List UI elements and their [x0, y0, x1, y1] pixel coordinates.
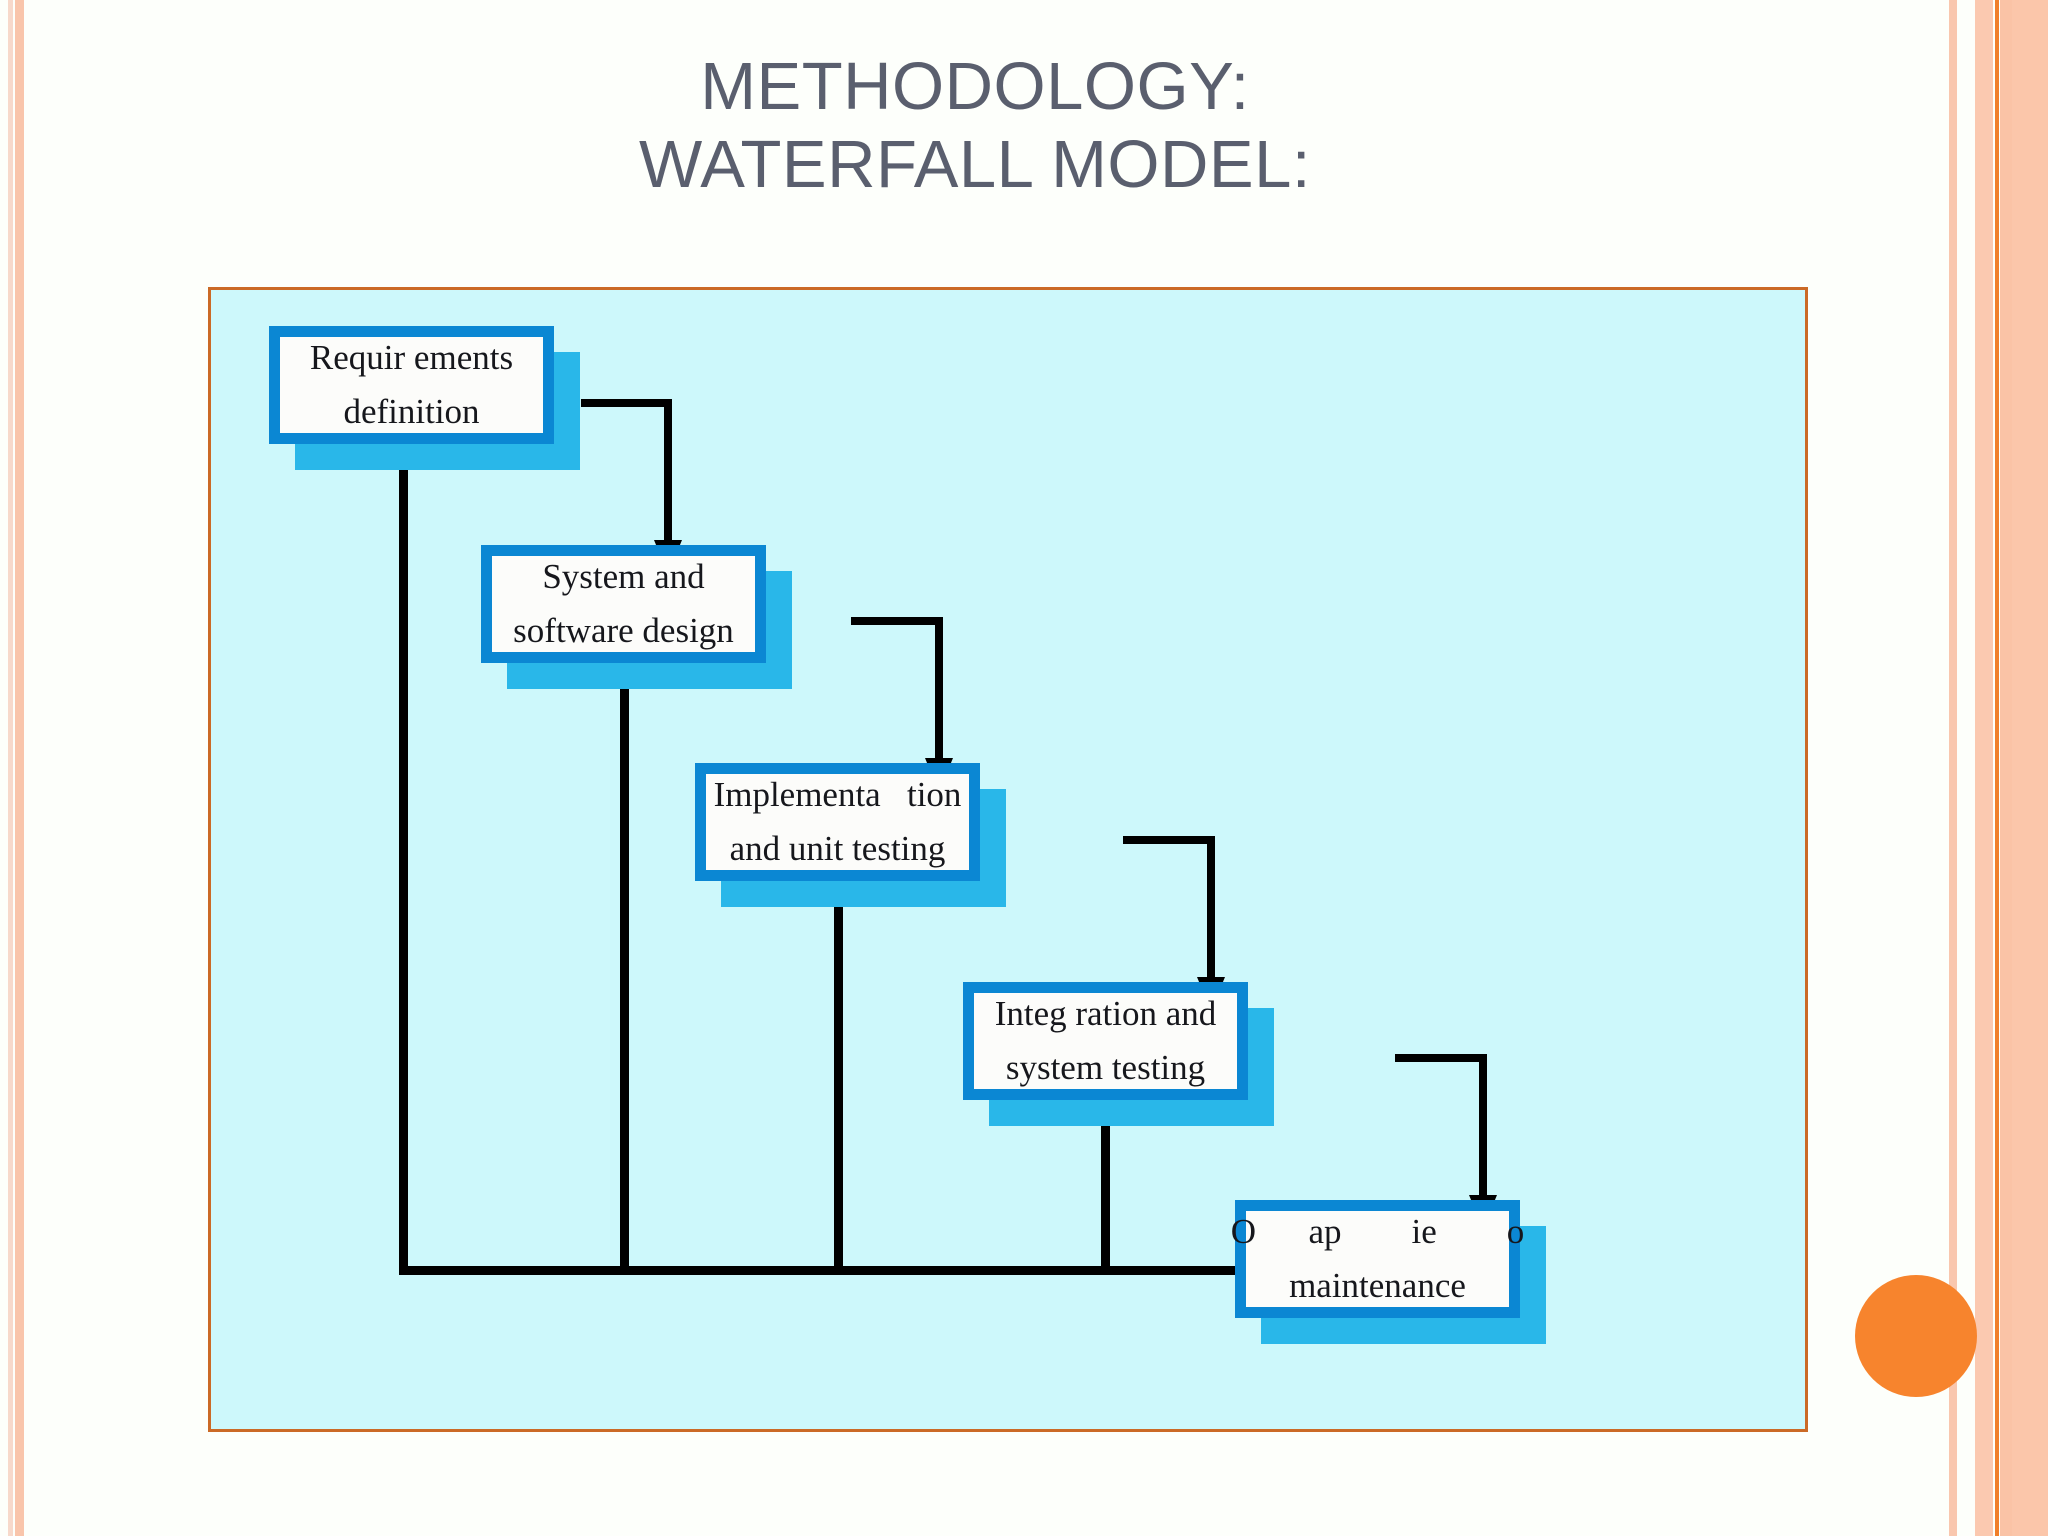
- connector-1-vertical: [664, 399, 672, 549]
- diagram-frame: Requir ements definition System and soft…: [208, 287, 1808, 1432]
- stage-box-system-and-software-design[interactable]: System and software design: [481, 545, 792, 689]
- stage-box-face: O ap ie o maintenance: [1231, 1200, 1524, 1318]
- stage-box-face: Requir ements definition: [269, 326, 554, 444]
- page-title: METHODOLOGY: WATERFALL MODEL:: [639, 49, 1311, 202]
- stage-box-requirements-definition[interactable]: Requir ements definition: [269, 326, 580, 470]
- stage-label-line1: Integ ration and: [994, 993, 1217, 1033]
- stage-label-line2: and unit testing: [729, 829, 946, 868]
- stage-label-line1: System and: [542, 556, 705, 596]
- connector-1-horizontal: [581, 399, 672, 407]
- left-stripe-thin: [8, 0, 13, 1536]
- connector-2-vertical: [935, 617, 943, 767]
- stage-box-implementation-and-unit-testing[interactable]: Implementa tion and unit testing: [695, 763, 1006, 907]
- connector-4-horizontal: [1395, 1054, 1487, 1062]
- connector-4-vertical: [1479, 1054, 1487, 1204]
- stage-box-face: Integ ration and system testing: [963, 982, 1248, 1100]
- connector-2-horizontal: [851, 617, 943, 625]
- right-stripe-5: [2012, 0, 2048, 1536]
- stage-label-line2: maintenance: [1289, 1266, 1466, 1305]
- connector-3-horizontal: [1123, 836, 1215, 844]
- right-stripe-accent: [1995, 0, 1999, 1536]
- left-stripe-wide: [15, 0, 24, 1536]
- connector-3-vertical: [1207, 836, 1215, 986]
- right-stripe-4: [2000, 0, 2012, 1536]
- feedback-bus-horizontal: [399, 1266, 1311, 1275]
- stage-label-line1: Requir ements: [309, 337, 514, 377]
- orange-circle-decoration: [1855, 1275, 1977, 1397]
- stage-box-integration-and-system-testing[interactable]: Integ ration and system testing: [963, 982, 1274, 1126]
- right-stripe-2: [1975, 0, 1993, 1536]
- feedback-riser-to-stage-3: [834, 900, 843, 1272]
- stage-box-operation-and-maintenance[interactable]: O ap ie o maintenance: [1231, 1200, 1546, 1344]
- stage-label-line2: definition: [343, 392, 480, 431]
- feedback-riser-to-stage-1: [399, 462, 408, 1272]
- stage-box-face: System and software design: [481, 545, 766, 663]
- stage-label-line2: system testing: [1005, 1048, 1206, 1087]
- waterfall-diagram: Requir ements definition System and soft…: [211, 290, 1805, 1429]
- stage-label-line1: Implementa tion: [713, 774, 962, 814]
- stage-label-line2: software design: [513, 611, 734, 650]
- feedback-riser-to-stage-4: [1101, 1118, 1110, 1272]
- feedback-riser-to-stage-2: [620, 682, 629, 1272]
- stage-box-face: Implementa tion and unit testing: [695, 763, 980, 881]
- stage-label-line1: O ap ie o: [1230, 1211, 1525, 1251]
